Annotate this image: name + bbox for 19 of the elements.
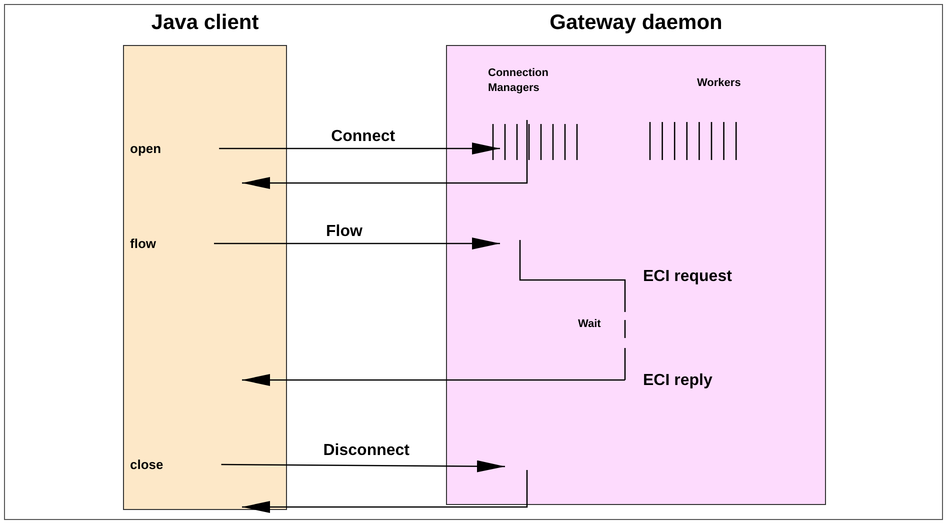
call-label: open (130, 141, 162, 156)
edge-label: Connect (331, 128, 396, 146)
arrow (242, 470, 528, 513)
daemon-heading: Gateway daemon (548, 11, 724, 35)
arrow (242, 120, 528, 189)
step-label: ECI reply (643, 372, 712, 390)
call-label: flow (130, 236, 156, 251)
step-label: Wait (578, 318, 601, 330)
client-heading: Java client (150, 11, 260, 35)
group-label: Workers (697, 77, 741, 89)
edge-label: Disconnect (323, 442, 410, 460)
arrow (214, 238, 500, 250)
arrow (242, 374, 625, 386)
arrow (221, 460, 505, 472)
arrow (219, 142, 500, 154)
group-label: Connection Managers (488, 66, 550, 96)
step-label: ECI request (643, 268, 732, 286)
edge-label: Flow (326, 222, 362, 240)
call-label: close (130, 457, 164, 472)
